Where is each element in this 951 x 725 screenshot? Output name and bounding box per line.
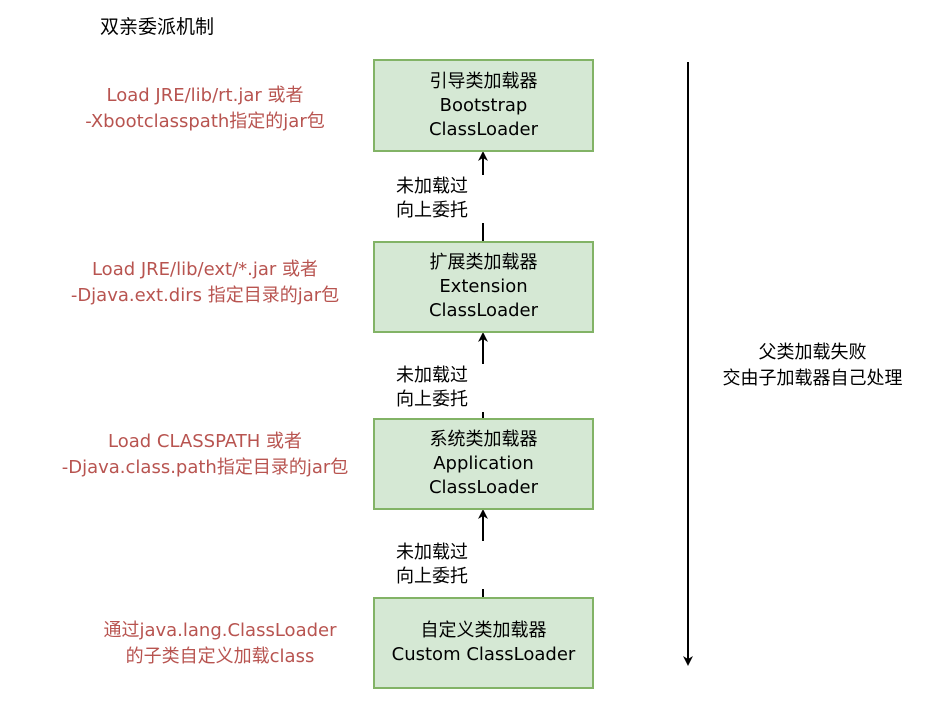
bootstrap-loader-box: 引导类加载器 Bootstrap ClassLoader bbox=[373, 59, 594, 152]
note-line: -Djava.class.path指定目录的jar包 bbox=[61, 457, 349, 478]
loader-name-en: Custom ClassLoader bbox=[391, 644, 576, 665]
loader-name-en: Extension bbox=[439, 276, 528, 297]
loader-name-en: Application bbox=[433, 453, 534, 474]
note-line: 的子类自定义加载class bbox=[125, 646, 315, 667]
note-line: Load CLASSPATH 或者 bbox=[108, 431, 302, 452]
note-line: -Xbootclasspath指定的jar包 bbox=[85, 111, 325, 132]
diagram-title: 双亲委派机制 bbox=[100, 16, 215, 38]
delegate-label-3: 未加载过 向上委托 bbox=[396, 541, 484, 589]
delegate-label-line2: 向上委托 bbox=[396, 200, 468, 221]
loader-name-cn: 扩展类加载器 bbox=[429, 252, 538, 273]
custom-loader-box: 自定义类加载器 Custom ClassLoader bbox=[373, 597, 594, 689]
loader-name-en: ClassLoader bbox=[428, 477, 538, 498]
fallback-note-line1: 父类加载失败 bbox=[758, 342, 867, 363]
note-line: -Djava.ext.dirs 指定目录的jar包 bbox=[70, 285, 340, 306]
note-line: Load JRE/lib/ext/*.jar 或者 bbox=[91, 259, 319, 280]
delegate-label-line1: 未加载过 bbox=[396, 176, 468, 197]
delegate-label-2: 未加载过 向上委托 bbox=[396, 364, 484, 412]
delegate-label-line2: 向上委托 bbox=[396, 389, 468, 410]
delegate-label-1: 未加载过 向上委托 bbox=[396, 175, 484, 223]
delegate-label-line1: 未加载过 bbox=[396, 542, 468, 563]
extension-loader-box: 扩展类加载器 Extension ClassLoader bbox=[373, 241, 594, 333]
fallback-note: 父类加载失败 交由子加载器自己处理 bbox=[700, 340, 925, 392]
application-note: Load CLASSPATH 或者 -Djava.class.path指定目录的… bbox=[25, 429, 385, 481]
custom-note: 通过java.lang.ClassLoader 的子类自定义加载class bbox=[40, 618, 400, 670]
loader-name-cn: 引导类加载器 bbox=[429, 70, 538, 92]
loader-name-en: Bootstrap bbox=[439, 94, 528, 116]
loader-name-en: ClassLoader bbox=[428, 300, 538, 321]
delegate-label-line2: 向上委托 bbox=[396, 566, 468, 587]
note-line: Load JRE/lib/rt.jar 或者 bbox=[106, 85, 304, 106]
delegate-label-line1: 未加载过 bbox=[396, 365, 468, 386]
loader-name-cn: 系统类加载器 bbox=[429, 429, 538, 450]
fallback-note-line2: 交由子加载器自己处理 bbox=[722, 368, 903, 389]
application-loader-box: 系统类加载器 Application ClassLoader bbox=[373, 418, 594, 510]
note-line: 通过java.lang.ClassLoader bbox=[103, 620, 337, 641]
bootstrap-note: Load JRE/lib/rt.jar 或者 -Xbootclasspath指定… bbox=[25, 83, 385, 135]
loader-name-en: ClassLoader bbox=[428, 118, 538, 140]
loader-name-cn: 自定义类加载器 bbox=[420, 620, 547, 641]
extension-note: Load JRE/lib/ext/*.jar 或者 -Djava.ext.dir… bbox=[25, 257, 385, 309]
